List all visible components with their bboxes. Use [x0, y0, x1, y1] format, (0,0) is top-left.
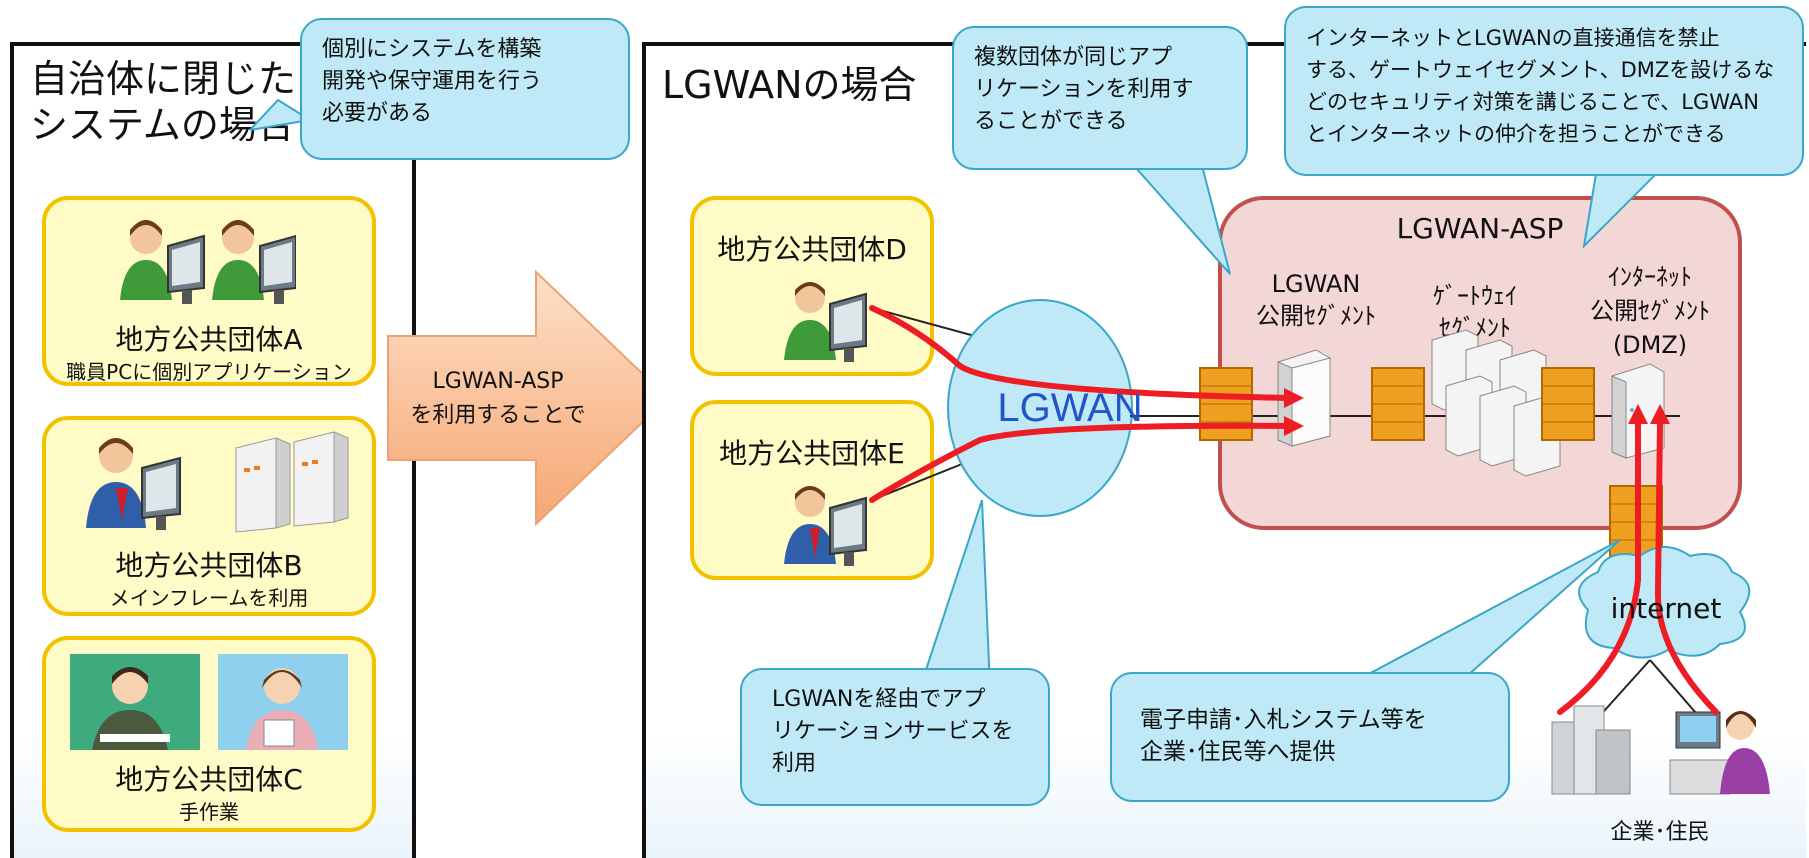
- callout-via-lgwan: LGWANを経由でアプ リケーションサービスを 利用: [740, 668, 1050, 806]
- lgwan-network-label: LGWAN: [997, 386, 1143, 430]
- company-buildings-icon: [1551, 705, 1631, 795]
- staff-pc-icon: [782, 478, 882, 574]
- org-d-name: 地方公共団体D: [717, 233, 907, 266]
- callout-tail-left: [250, 98, 313, 132]
- firewall-icon-3: [1541, 367, 1595, 441]
- gateway-servers-icon: [1431, 329, 1561, 477]
- users-label: 企業･住民: [1610, 820, 1710, 845]
- firewall-icon-2: [1371, 367, 1425, 441]
- org-b-card: 地方公共団体B メインフレームを利用: [42, 416, 376, 616]
- internet-label: internet: [1610, 592, 1722, 625]
- org-b-note: メインフレームを利用: [109, 586, 309, 610]
- firewall-icon-1: [1199, 367, 1253, 441]
- resident-pc-icon: [1669, 711, 1770, 795]
- org-a-card: 地方公共団体A 職員PCに個別アプリケーション: [42, 196, 376, 386]
- callout-security: インターネットとLGWANの直接通信を禁止 する、ゲートウェイセグメント、DMZ…: [1284, 6, 1804, 176]
- org-c-card: 地方公共団体C 手作業: [42, 636, 376, 832]
- callout-individual-system: 個別にシステムを構築 開発や保守運用を行う 必要がある: [300, 18, 630, 160]
- lgwan-network-ellipse: [947, 299, 1133, 517]
- closed-system-title: 自治体に閉じた システムの場合: [30, 57, 297, 147]
- transition-arrow: [387, 270, 670, 527]
- internet-cloud: [1578, 546, 1751, 659]
- transition-arrow-text: LGWAN-ASP を利用することで: [410, 369, 586, 428]
- manual-work-woman-illustration: [218, 654, 348, 750]
- org-c-note: 手作業: [179, 800, 239, 824]
- org-c-name: 地方公共団体C: [115, 763, 303, 796]
- callout-shared-app: 複数団体が同じアプ リケーションを利用す ることができる: [952, 26, 1248, 170]
- staff-mainframe-icon: [76, 428, 356, 538]
- manual-work-man-illustration: [70, 654, 200, 750]
- callout-tail-shared-app: [1118, 150, 1231, 275]
- org-b-name: 地方公共団体B: [115, 549, 303, 582]
- lgwan-panel-title: LGWANの場合: [662, 63, 917, 107]
- org-e-name: 地方公共団体E: [719, 437, 905, 470]
- org-d-card: 地方公共団体D: [690, 196, 934, 376]
- org-a-name: 地方公共団体A: [115, 323, 303, 356]
- lgwan-public-segment-label: LGWAN 公開ｾｸﾞﾒﾝﾄ: [1256, 270, 1376, 330]
- callout-e-services: 電子申請･入札システム等を 企業･住民等へ提供: [1110, 672, 1510, 802]
- staff-pc-icon: [782, 274, 882, 370]
- org-a-note: 職員PCに個別アプリケーション: [66, 360, 352, 384]
- dmz-segment-label: ｲﾝﾀｰﾈｯﾄ 公開ｾｸﾞﾒﾝﾄ (DMZ): [1590, 263, 1710, 359]
- lgwan-asp-label: LGWAN-ASP: [1396, 212, 1564, 245]
- staff-pc-icon: [116, 210, 297, 310]
